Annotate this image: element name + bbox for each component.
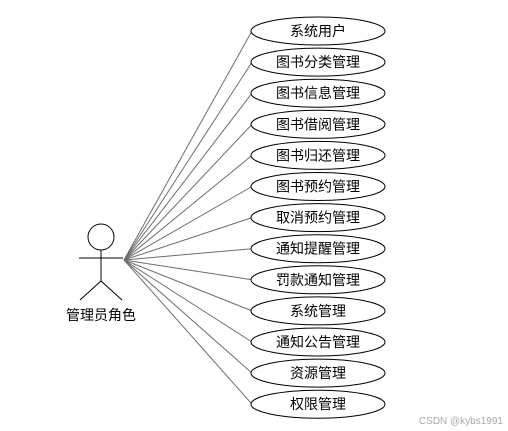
use-case-ellipse <box>250 172 386 201</box>
use-case-ellipse <box>250 16 386 46</box>
use-case: 图书分类管理 <box>250 47 386 77</box>
use-case-label: 罚款通知管理 <box>276 272 360 289</box>
use-case-label: 系统用户 <box>290 23 346 40</box>
use-case-label: 图书归还管理 <box>276 147 360 164</box>
use-case-ellipse <box>250 358 386 388</box>
use-case-ellipse <box>250 47 386 77</box>
use-case: 通知提醒管理 <box>250 234 386 264</box>
use-case-label: 通知公告管理 <box>276 334 360 351</box>
use-case-ellipse <box>250 327 386 357</box>
association-lines <box>123 30 253 405</box>
use-case-ellipse <box>250 78 386 108</box>
watermark: CSDN @kybs1991 <box>419 416 504 427</box>
use-case: 图书预约管理 <box>250 172 386 201</box>
use-case-ellipse <box>250 265 386 295</box>
use-case-label: 系统管理 <box>290 304 346 320</box>
use-case-ellipse <box>250 109 386 139</box>
use-case: 系统用户 <box>250 16 386 46</box>
use-case: 图书借阅管理 <box>250 109 386 139</box>
use-case: 图书归还管理 <box>250 140 386 170</box>
use-case-ellipse <box>250 296 386 326</box>
use-case-label: 权限管理 <box>290 397 346 413</box>
use-case-label: 取消预约管理 <box>276 211 360 227</box>
use-case-list: 系统用户图书分类管理图书信息管理图书借阅管理图书归还管理图书预约管理取消预约管理… <box>250 16 386 419</box>
association-line <box>123 259 253 312</box>
use-case: 权限管理 <box>250 389 386 419</box>
use-case-label: 图书借阅管理 <box>276 117 360 133</box>
actor-label: 管理员角色 <box>66 307 136 324</box>
association-line <box>123 259 253 405</box>
use-case-ellipse <box>250 234 386 264</box>
association-line <box>123 248 253 261</box>
association-line <box>123 259 253 343</box>
association-line <box>123 92 253 261</box>
use-case: 图书信息管理 <box>250 78 386 108</box>
use-case-ellipse <box>250 203 386 233</box>
association-line <box>123 186 253 261</box>
association-line <box>123 259 253 281</box>
use-case-label: 图书信息管理 <box>276 85 360 102</box>
actor-right-leg <box>100 280 123 301</box>
use-case-ellipse <box>250 389 386 419</box>
actor-left-leg <box>79 280 102 301</box>
use-case: 取消预约管理 <box>250 203 386 233</box>
use-case: 罚款通知管理 <box>250 265 386 295</box>
use-case: 资源管理 <box>250 358 386 388</box>
association-line <box>123 217 253 261</box>
association-line <box>123 61 253 261</box>
use-case-label: 图书预约管理 <box>276 180 360 196</box>
use-case-label: 通知提醒管理 <box>276 241 360 258</box>
use-case: 系统管理 <box>250 296 386 326</box>
stick-figure-icon <box>79 223 123 301</box>
association-line <box>123 259 253 374</box>
use-case-label: 资源管理 <box>290 366 346 382</box>
actor-administrator: 管理员角色 <box>66 223 136 324</box>
association-line <box>123 30 253 261</box>
association-line <box>123 155 253 261</box>
actor-head <box>87 223 115 251</box>
association-line <box>123 123 253 261</box>
use-case-ellipse <box>250 140 386 170</box>
use-case-label: 图书分类管理 <box>276 55 360 71</box>
use-case: 通知公告管理 <box>250 327 386 357</box>
